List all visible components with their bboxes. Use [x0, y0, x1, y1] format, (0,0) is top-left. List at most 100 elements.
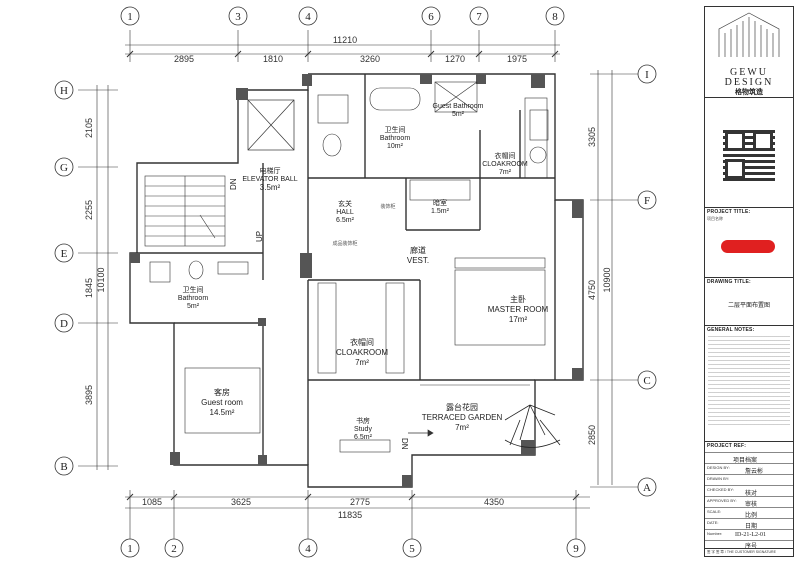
dim-right-1: 3305	[587, 127, 597, 147]
project-ref-row: 项目档案	[705, 452, 793, 464]
walls	[129, 73, 584, 488]
project-ref-value: 项目档案	[733, 458, 758, 464]
dim-right-total: 10900	[602, 267, 612, 292]
master-area: 17m²	[509, 315, 528, 324]
dim-top-1: 2895	[174, 54, 194, 64]
brand-name-1: GEWU	[730, 67, 768, 78]
elevator-label-cn: 电梯厅	[260, 166, 281, 175]
checked-by-row: CHECKED BY: 核对	[705, 485, 793, 497]
project-title-cn: 项目名称	[707, 216, 723, 221]
drawn-by-row: DRAWN BY:	[705, 474, 793, 486]
dim-left-4: 3895	[84, 385, 94, 405]
columns	[130, 74, 583, 487]
dim-bottom-2: 3625	[231, 497, 251, 507]
bath1-label-cn: 卫生间	[385, 125, 406, 134]
design-by-label: DESIGN BY:	[707, 465, 730, 470]
terrace-area: 7m²	[455, 423, 469, 432]
brand-name-2: DESIGN	[724, 77, 774, 88]
grid-bottom-1: 1	[127, 543, 133, 555]
grid-right-c: C	[643, 375, 650, 387]
cloak1-area: 7m²	[499, 169, 512, 176]
grid-left-b: B	[60, 461, 67, 473]
title-block: GEWU DESIGN 格物筑造 PROJECT TITLE: 项目名称 DRA…	[704, 6, 794, 557]
grid-top-8: 8	[552, 11, 558, 23]
darkroom-label: 暗室	[433, 198, 447, 207]
guest-area: 14.5m²	[210, 408, 235, 417]
dim-bottom-1: 1085	[142, 497, 162, 507]
number-value: ID-21-L2-01	[735, 532, 766, 538]
approved-by-label: APPROVED BY:	[707, 498, 737, 503]
dim-top-2: 1810	[263, 54, 283, 64]
project-ref-section: PROJECT REF:	[705, 441, 793, 456]
dim-top-total: 11210	[333, 35, 357, 45]
terrace-label-cn: 露台花园	[446, 402, 478, 412]
notes-lines	[708, 336, 790, 428]
general-notes-label: GENERAL NOTES:	[707, 327, 755, 333]
grid-top-7: 7	[476, 11, 482, 23]
design-by-row: DESIGN BY: 詹云彬	[705, 463, 793, 475]
dim-top-3: 3260	[360, 54, 380, 64]
grid-bubbles	[54, 6, 657, 558]
qr-code	[723, 129, 775, 181]
master-label-en: MASTER ROOM	[488, 305, 549, 314]
signature-row: 签 字 签 章 / THE CUSTOMER SIGNATURE	[705, 548, 793, 557]
scale-label: SCALE:	[707, 509, 722, 514]
design-by-value: 詹云彬	[745, 469, 764, 475]
brand-logo: GEWU DESIGN 格物筑造	[705, 7, 793, 97]
study-label-en: Study	[354, 426, 372, 433]
dim-left-total: 10100	[96, 267, 106, 292]
cloak2-label-en: CLOAKROOM	[336, 348, 388, 357]
darkroom-area: 1.5m²	[431, 208, 450, 215]
scale-row: SCALE: 比例	[705, 507, 793, 519]
hall-label-en: HALL	[336, 209, 354, 216]
guest-bath-area: 5m²	[452, 111, 465, 118]
project-title-section: PROJECT TITLE: 项目名称	[705, 207, 793, 278]
cloak2-area: 7m²	[355, 358, 369, 367]
grid-left-g: G	[60, 162, 68, 174]
grid-bottom-2: 2	[171, 543, 177, 555]
study-dn-label: DN	[400, 438, 409, 450]
plant	[504, 404, 561, 448]
checked-by-label: CHECKED BY:	[707, 487, 734, 492]
seq-row: 序号	[705, 540, 793, 550]
dim-right-2: 4750	[587, 280, 597, 300]
decor-label: 装饰柜	[380, 203, 395, 210]
house-logo-icon	[718, 12, 780, 57]
terrace-label-en: TERRACED GARDEN	[422, 413, 503, 422]
approved-by-row: APPROVED BY: 审核	[705, 496, 793, 508]
dim-bottom-4: 4350	[484, 497, 504, 507]
dim-bottom-3: 2775	[350, 497, 370, 507]
drawing-title: 二层平面布置图	[727, 303, 770, 309]
project-title-label: PROJECT TITLE:	[707, 209, 751, 215]
guest-label-cn: 客房	[214, 387, 230, 397]
grid-top-6: 6	[428, 11, 434, 23]
signature-label: 签 字 签 章 / THE CUSTOMER SIGNATURE	[707, 550, 776, 554]
stair-up-label: UP	[255, 231, 264, 242]
bath1-label-en: Bathroom	[380, 135, 411, 142]
grid-right-i: I	[645, 69, 649, 81]
fixtures	[149, 81, 549, 453]
elevator-area: 3.5m²	[260, 183, 281, 192]
bath1-area: 10m²	[387, 143, 404, 150]
dim-left-2: 2255	[84, 200, 94, 220]
checked-value: 核对	[745, 491, 758, 497]
brand-name-cn: 格物筑造	[735, 89, 763, 96]
hall-label-cn: 玄关	[338, 199, 352, 208]
guest-bath-label: Guest Bathroom	[433, 103, 484, 110]
grid-right-f: F	[644, 195, 650, 207]
dim-left-3: 1845	[84, 278, 94, 298]
dim-top-4: 1270	[445, 54, 465, 64]
guest-label-en: Guest room	[201, 398, 243, 407]
elevator-label-en: ELEVATOR BALL	[242, 176, 297, 183]
date-value: 日期	[745, 524, 758, 530]
grid-right-a: A	[643, 482, 651, 494]
dim-bottom-total: 11835	[338, 510, 362, 520]
grid-left-e: E	[61, 248, 68, 260]
drawn-by-label: DRAWN BY:	[707, 476, 730, 481]
approved-value: 审核	[745, 502, 758, 508]
cloak2-label-cn: 衣帽间	[350, 337, 374, 347]
arrow-icon	[408, 429, 434, 437]
dimension-lines	[78, 30, 640, 540]
stair	[144, 175, 226, 247]
